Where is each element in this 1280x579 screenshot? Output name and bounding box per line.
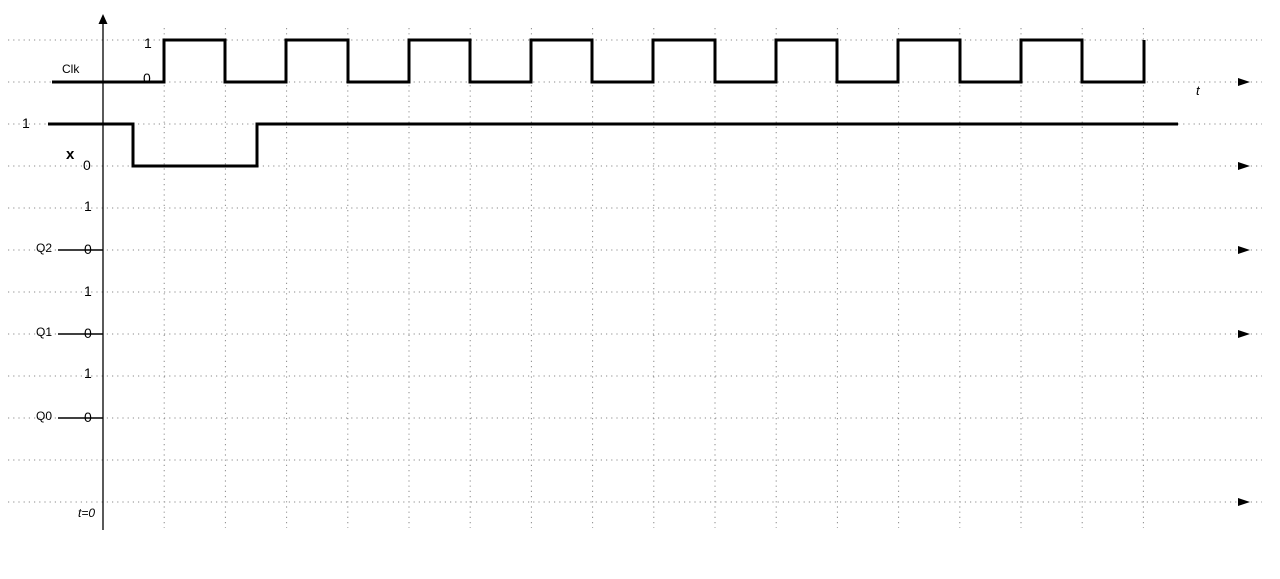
clk-waveform: [52, 38, 1146, 84]
row-arrowhead: [1238, 246, 1250, 254]
x-waveform: [48, 122, 1178, 168]
origin-label: t=0: [78, 506, 95, 520]
time-label: t: [1196, 83, 1201, 98]
q2-signal-name: Q2: [36, 241, 52, 255]
row-arrowhead: [1238, 498, 1250, 506]
q0-low-label: 0: [84, 409, 92, 425]
q0-high-label: 1: [84, 365, 92, 381]
row-arrowhead: [1238, 330, 1250, 338]
x-high-label: 1: [22, 115, 30, 131]
q1-low-label: 0: [84, 325, 92, 341]
q1-signal-name: Q1: [36, 325, 52, 339]
time-axis-arrowhead: [98, 14, 108, 24]
x-signal-name: x: [66, 146, 75, 163]
clk-signal-name: Clk: [62, 62, 80, 76]
q0-signal-name: Q0: [36, 409, 52, 423]
row-arrowhead: [1238, 162, 1250, 170]
clk-high-label: 1: [144, 35, 152, 51]
row-arrowheads: [1238, 78, 1250, 506]
q2-high-label: 1: [84, 198, 92, 214]
grid: [8, 28, 1262, 528]
x-low-label: 0: [83, 157, 91, 173]
q1-high-label: 1: [84, 283, 92, 299]
clk-low-label: 0: [143, 70, 151, 86]
q2-low-label: 0: [84, 241, 92, 257]
row-arrowhead: [1238, 78, 1250, 86]
